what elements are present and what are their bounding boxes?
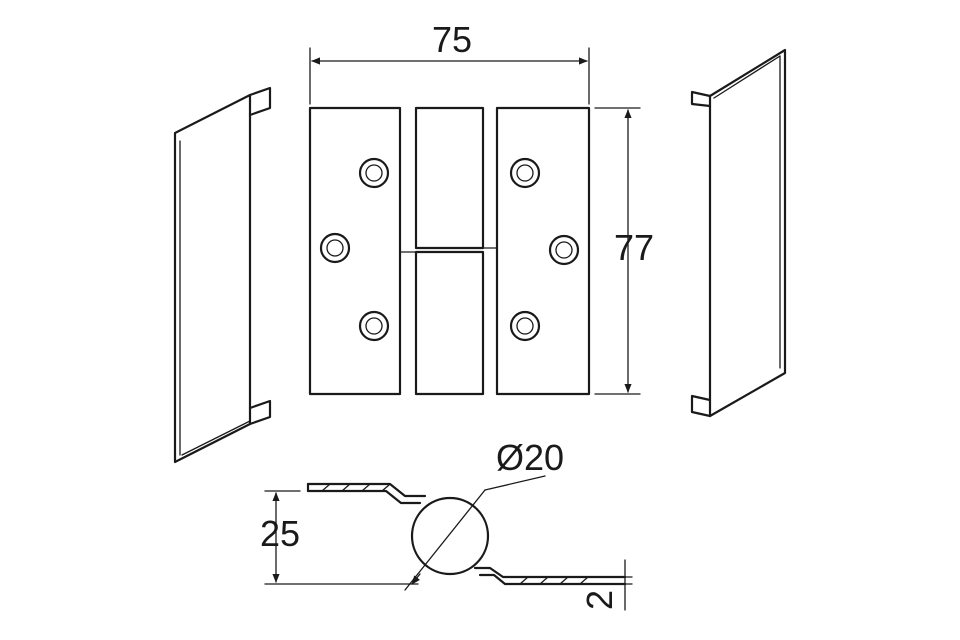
left-leaf xyxy=(308,106,402,396)
diameter-dimension-label: Ø20 xyxy=(496,437,564,478)
left-leaf-profile-top xyxy=(306,482,427,498)
diameter-leader xyxy=(404,489,486,591)
lower-knuckle xyxy=(414,250,485,396)
screw-hole-left-middle xyxy=(319,232,351,264)
width-dimension-label: 75 xyxy=(432,19,472,60)
right-leaf-profile-bottom xyxy=(478,573,627,586)
left-hatching xyxy=(321,483,390,492)
left-side-view xyxy=(173,86,272,464)
profile-height-dimension-label: 25 xyxy=(260,513,300,554)
left-leaf-profile-bottom xyxy=(306,489,422,505)
front-view: 75 77 xyxy=(308,19,654,396)
upper-knuckle xyxy=(414,106,485,250)
screw-hole-left-top xyxy=(358,157,390,189)
screw-hole-right-middle xyxy=(548,234,580,266)
right-side-view xyxy=(690,48,787,418)
screw-hole-left-bottom xyxy=(358,310,390,342)
left-leaf-face xyxy=(173,93,252,464)
height-dimension-label: 77 xyxy=(614,227,654,268)
left-bottom-flange xyxy=(248,399,272,426)
right-bottom-flange xyxy=(690,394,712,418)
right-top-flange xyxy=(690,90,712,108)
screw-hole-right-top xyxy=(509,157,541,189)
screw-hole-right-bottom xyxy=(509,310,541,342)
right-leaf xyxy=(495,106,591,396)
right-hatching xyxy=(519,576,589,585)
right-leaf-profile-top xyxy=(473,566,627,579)
thickness-dimension-label: 2 xyxy=(579,590,620,610)
top-section-view: Ø20 25 2 xyxy=(260,437,633,611)
pin-knuckle xyxy=(410,496,490,576)
left-top-flange xyxy=(248,86,272,117)
right-leaf-face xyxy=(708,48,787,418)
